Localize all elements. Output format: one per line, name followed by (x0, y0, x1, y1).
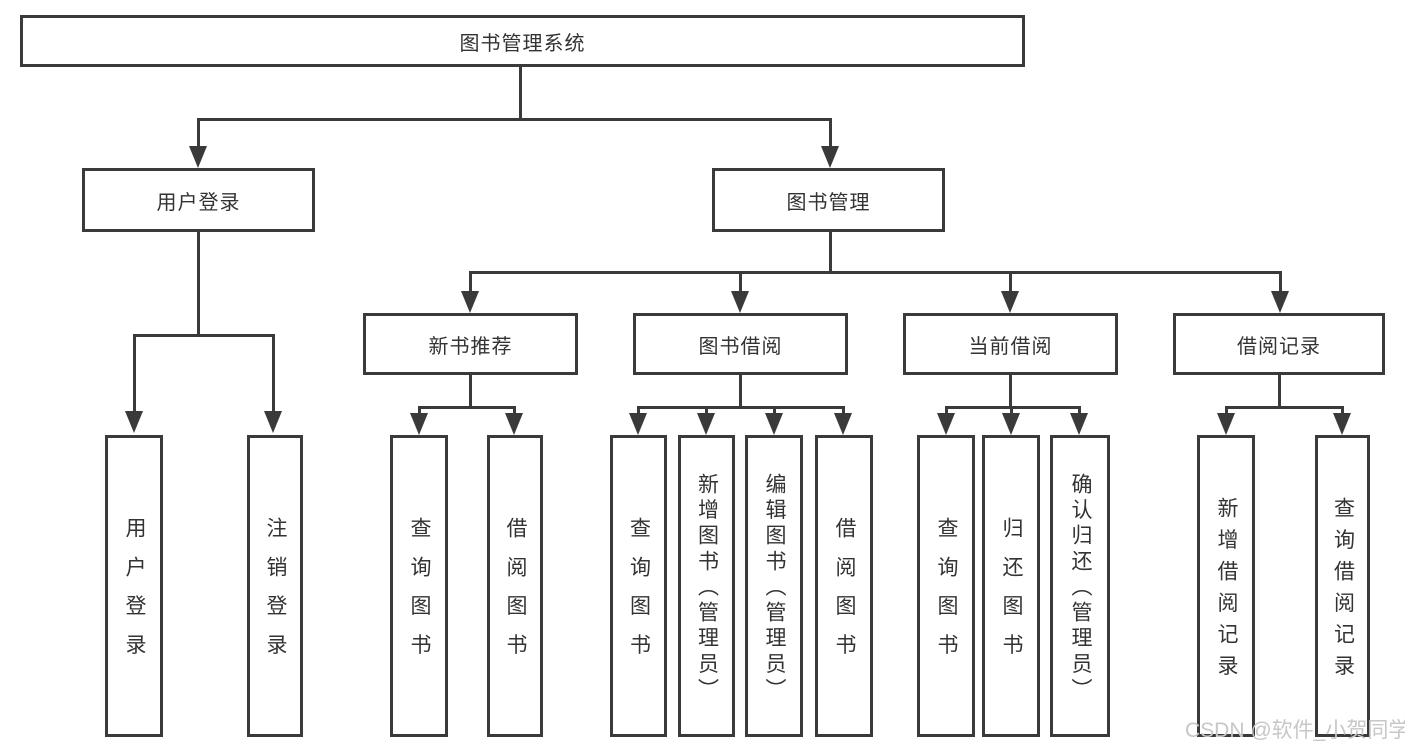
connector-userlogin-vline (197, 232, 200, 336)
connector-bookborrow-drop-3 (773, 406, 776, 416)
node-current-borrow: 当前借阅 (903, 313, 1118, 375)
connector-currentborrow-drop-2 (1010, 406, 1013, 416)
arrow-down-icon (1070, 413, 1088, 435)
leaf-query-books-2-label: 查询图书 (627, 517, 651, 673)
leaf-borrow-books-1: 借阅图书 (487, 435, 543, 737)
leaf-add-borrow-record: 新增借阅记录 (1197, 435, 1255, 737)
connector-bookmgmt-drop-3 (1009, 271, 1012, 293)
leaf-query-books-3: 查询图书 (917, 435, 975, 737)
node-root-label: 图书管理系统 (459, 32, 586, 55)
arrow-down-icon (1002, 413, 1020, 435)
node-new-book-recommend: 新书推荐 (363, 313, 578, 375)
connector-bookborrow-drop-1 (637, 406, 640, 416)
node-user-login: 用户登录 (82, 168, 315, 232)
node-user-login-label: 用户登录 (156, 191, 241, 214)
connector-root-drop-right (829, 118, 832, 150)
connector-userlogin-hline (133, 334, 275, 337)
node-book-borrow: 图书借阅 (633, 313, 848, 375)
connector-bookmgmt-vline (829, 232, 832, 273)
arrow-down-icon (697, 413, 715, 435)
csdn-watermark: CSDN @软件_小贺同学 (1185, 719, 1405, 742)
connector-bookborrow-vline (739, 375, 742, 408)
connector-bookmgmt-hline (469, 271, 1282, 274)
leaf-query-borrow-record-label: 查询借阅记录 (1331, 496, 1355, 686)
node-book-borrow-label: 图书借阅 (698, 335, 783, 358)
connector-newbook-vline (469, 375, 472, 408)
connector-root-drop-left (197, 118, 200, 150)
arrow-down-icon (1271, 291, 1289, 313)
connector-root-vline (519, 67, 522, 120)
connector-bookborrow-hline (637, 406, 845, 409)
leaf-edit-books-admin-label: 编辑图书（管理员） (763, 473, 786, 704)
leaf-query-borrow-record: 查询借阅记录 (1315, 435, 1370, 737)
leaf-confirm-return-admin: 确认归还（管理员） (1050, 435, 1110, 737)
node-book-management-label: 图书管理 (786, 191, 871, 214)
connector-bookborrow-drop-4 (842, 406, 845, 416)
connector-bookborrow-drop-2 (705, 406, 708, 416)
connector-currentborrow-drop-1 (945, 406, 948, 416)
leaf-query-books-3-label: 查询图书 (935, 517, 958, 673)
connector-bookmgmt-drop-2 (739, 271, 742, 293)
leaf-add-books-admin: 新增图书（管理员） (678, 435, 735, 737)
leaf-user-login-label: 用户登录 (123, 517, 146, 673)
node-current-borrow-label: 当前借阅 (968, 335, 1053, 358)
arrow-down-icon (264, 411, 282, 433)
connector-borrowrecords-hline (1225, 406, 1344, 409)
leaf-logout-label: 注销登录 (264, 517, 287, 673)
connector-bookmgmt-drop-4 (1279, 271, 1282, 293)
connector-currentborrow-hline (945, 406, 1081, 409)
leaf-confirm-return-admin-label: 确认归还（管理员） (1069, 473, 1092, 704)
leaf-add-borrow-record-label: 新增借阅记录 (1215, 496, 1238, 686)
node-root: 图书管理系统 (20, 15, 1025, 67)
arrow-down-icon (629, 413, 647, 435)
connector-borrowrecords-drop-1 (1225, 406, 1228, 416)
node-new-book-recommend-label: 新书推荐 (428, 335, 513, 358)
arrow-down-icon (731, 291, 749, 313)
leaf-edit-books-admin: 编辑图书（管理员） (745, 435, 803, 737)
connector-userlogin-drop-1 (133, 334, 136, 413)
node-borrow-records: 借阅记录 (1173, 313, 1385, 375)
leaf-return-books-label: 归还图书 (1000, 517, 1023, 673)
leaf-return-books: 归还图书 (982, 435, 1040, 737)
arrow-down-icon (937, 413, 955, 435)
leaf-query-books-2: 查询图书 (610, 435, 667, 737)
arrow-down-icon (410, 413, 428, 435)
leaf-query-books-1: 查询图书 (390, 435, 448, 737)
arrow-down-icon (189, 146, 207, 168)
connector-borrowrecords-drop-2 (1341, 406, 1344, 416)
arrow-down-icon (821, 146, 839, 168)
leaf-borrow-books-2-label: 借阅图书 (833, 517, 856, 673)
connector-newbook-drop-1 (418, 406, 421, 416)
arrow-down-icon (765, 413, 783, 435)
arrow-down-icon (834, 413, 852, 435)
leaf-add-books-admin-label: 新增图书（管理员） (695, 473, 719, 704)
arrow-down-icon (1001, 291, 1019, 313)
node-borrow-records-label: 借阅记录 (1237, 335, 1321, 358)
arrow-down-icon (1333, 413, 1351, 435)
connector-newbook-hline (418, 406, 516, 409)
connector-bookmgmt-drop-1 (469, 271, 472, 293)
connector-currentborrow-drop-3 (1078, 406, 1081, 416)
arrow-down-icon (1217, 413, 1235, 435)
leaf-query-books-1-label: 查询图书 (408, 517, 431, 673)
leaf-borrow-books-2: 借阅图书 (815, 435, 873, 737)
arrow-down-icon (505, 413, 523, 435)
connector-borrowrecords-vline (1278, 375, 1281, 408)
connector-root-hline (197, 118, 831, 121)
connector-newbook-drop-2 (513, 406, 516, 416)
leaf-user-login: 用户登录 (105, 435, 163, 737)
connector-currentborrow-vline (1009, 375, 1012, 408)
arrow-down-icon (125, 411, 143, 433)
connector-userlogin-drop-2 (272, 334, 275, 413)
node-book-management: 图书管理 (712, 168, 945, 232)
leaf-logout: 注销登录 (247, 435, 303, 737)
leaf-borrow-books-1-label: 借阅图书 (504, 517, 527, 673)
arrow-down-icon (461, 291, 479, 313)
